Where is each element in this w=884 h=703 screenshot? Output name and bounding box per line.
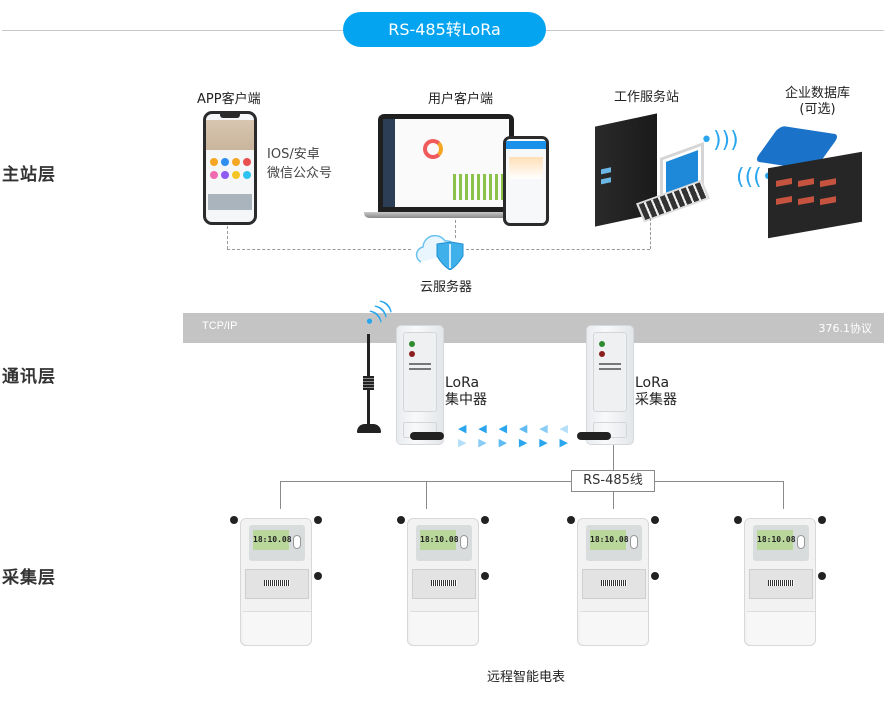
smart-meter: 18:10.08 [397, 512, 489, 646]
concentrator-label: LoRa 集中器 [445, 375, 487, 409]
database-label-line1: 企业数据库 [785, 86, 851, 101]
smart-meter: 18:10.08 [230, 512, 322, 646]
collector-label-line1: LoRa [635, 375, 670, 391]
meter-display: 18:10.08 [757, 530, 796, 550]
lora-collector-device [586, 325, 634, 445]
tcp-ip-label: TCP/IP [202, 320, 238, 332]
smart-meter: 18:10.08 [567, 512, 659, 646]
tcp-ip-band [183, 313, 884, 343]
collector-bus-drop [613, 445, 614, 470]
meters-caption: 远程智能电表 [487, 670, 566, 685]
arrow-right-icon: ▶ [498, 436, 508, 449]
protocol-label: 376.1协议 [818, 322, 873, 335]
connector-app [227, 226, 228, 249]
cloud-server-label: 云服务器 [420, 280, 473, 295]
arrow-left-icon: ◀ [539, 422, 548, 435]
arrow-right-icon: ▶ [559, 436, 568, 449]
collector-antenna [577, 432, 611, 440]
database-label: 企业数据库 (可选) [785, 86, 850, 118]
connector-cloud-workstation [466, 249, 650, 250]
meter-drop-4 [783, 481, 784, 509]
layer-label-collect: 采集层 [2, 568, 56, 588]
arrow-right-icon: ▶ [478, 436, 487, 449]
smartphone-icon [203, 111, 257, 225]
rs485-bus-left [280, 481, 571, 482]
meter-drop-3 [613, 492, 614, 509]
meter-display: 18:10.08 [420, 530, 459, 550]
connector-app-cloud [227, 249, 411, 250]
database-rack-icon [768, 151, 862, 239]
arrow-left-icon: ◀ [498, 422, 508, 435]
rs485-bus-label: RS-485线 [571, 470, 655, 492]
lora-concentrator-device [396, 325, 444, 445]
collector-label-line2: 采集器 [635, 392, 677, 408]
smart-meter: 18:10.08 [734, 512, 826, 646]
laptop-base [364, 212, 528, 218]
lora-signal-arrows: ◀ ◀ ◀ ◀ ◀ ◀ ▶ ▶ ▶ ▶ ▶ ▶ [458, 423, 568, 448]
arrows-right-row: ▶ ▶ ▶ ▶ ▶ ▶ [458, 437, 568, 448]
layer-label-master: 主站层 [2, 165, 56, 185]
concentrator-label-line1: LoRa [445, 375, 480, 391]
meter-display: 18:10.08 [253, 530, 292, 550]
mobile-app-icon [503, 136, 549, 226]
meter-display: 18:10.08 [590, 530, 629, 550]
arrow-right-icon: ▶ [458, 436, 467, 449]
connector-user [455, 220, 456, 238]
arrow-right-icon: ▶ [518, 436, 528, 449]
arrow-right-icon: ▶ [539, 436, 548, 449]
connector-workstation [650, 218, 651, 249]
app-client-label: APP客户端 [197, 92, 261, 107]
arrow-left-icon: ◀ [559, 422, 568, 435]
rs485-bus-right [655, 481, 783, 482]
arrow-left-icon: ◀ [478, 422, 487, 435]
arrow-left-icon: ◀ [458, 422, 467, 435]
laptop-icon [378, 114, 514, 212]
workstation-label: 工作服务站 [614, 90, 680, 105]
app-platforms-line1: IOS/安卓 [267, 147, 320, 162]
layer-label-comm: 通讯层 [2, 367, 56, 387]
user-client-label: 用户客户端 [428, 92, 494, 107]
cloud-server-icon [413, 232, 465, 271]
app-platforms: IOS/安卓 微信公众号 [267, 145, 332, 183]
arrow-left-icon: ◀ [518, 422, 528, 435]
concentrator-antenna [410, 432, 444, 440]
antenna-coil [363, 376, 374, 390]
meter-drop-1 [280, 481, 281, 509]
antenna-base-icon [357, 424, 381, 433]
concentrator-label-line2: 集中器 [445, 392, 487, 408]
app-platforms-line2: 微信公众号 [267, 166, 333, 181]
wifi-signal-icon: •))) [700, 128, 739, 153]
diagram-title: RS-485转LoRa [343, 12, 546, 47]
collector-label: LoRa 采集器 [635, 375, 677, 409]
database-label-line2: (可选) [799, 102, 836, 117]
meter-drop-2 [426, 481, 427, 509]
arrows-left-row: ◀ ◀ ◀ ◀ ◀ ◀ [458, 423, 568, 434]
